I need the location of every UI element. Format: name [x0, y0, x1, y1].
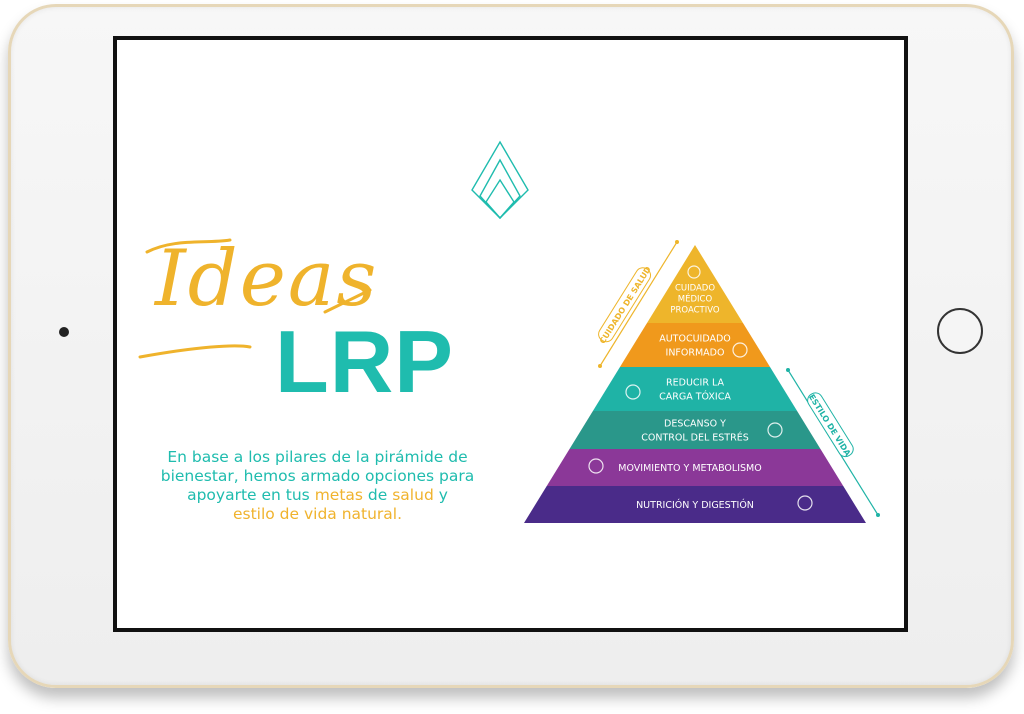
- description-text: En base a los pilares de la pirámide de …: [160, 448, 475, 523]
- pyramid-level-label: AUTOCUIDADO: [659, 334, 731, 345]
- moon-sleep-icon: [767, 422, 783, 438]
- pyramid-level-label: PROACTIVO: [670, 306, 720, 316]
- pyramid-level: [619, 323, 771, 367]
- ideas-flourish: [138, 238, 372, 359]
- pyramid-level: [647, 245, 743, 323]
- tablet-screen: [113, 36, 908, 632]
- vegetables-icon: [797, 495, 813, 511]
- pyramid-level: [592, 367, 798, 411]
- dot: [786, 368, 790, 372]
- book-icon: [732, 342, 748, 358]
- pyramid-level-label: REDUCIR LA: [666, 378, 724, 389]
- pyramid-level-label: CUIDADO: [675, 284, 715, 294]
- pyramid-level: [524, 486, 866, 523]
- brand-title: LRP: [275, 312, 454, 411]
- dot: [598, 364, 602, 368]
- pyramid-level: [569, 411, 821, 449]
- lightbulb-icon: [687, 265, 701, 279]
- dot: [876, 513, 880, 517]
- pyramid-level-label: NUTRICIÓN Y DIGESTIÓN: [636, 499, 754, 511]
- dot: [675, 240, 679, 244]
- camera-icon: [59, 327, 69, 337]
- pyramid-level-label: CARGA TÓXICA: [659, 391, 731, 403]
- brand-logo-icon: [471, 140, 529, 220]
- pyramid-level-label: INFORMADO: [666, 348, 725, 359]
- side-line-left: [599, 241, 678, 367]
- bottle-leaf-icon: [625, 384, 641, 400]
- home-button[interactable]: [937, 308, 983, 354]
- pyramid-level-label: MÉDICO: [678, 293, 713, 305]
- ideas-script-title: Ideas: [135, 232, 376, 362]
- pyramid-level-label: MOVIMIENTO Y METABOLISMO: [618, 463, 761, 474]
- pyramid-level: [546, 449, 844, 486]
- pyramid-level-label: DESCANSO Y: [664, 419, 726, 430]
- runner-icon: [588, 458, 604, 474]
- pyramid-level-label: CONTROL DEL ESTRÉS: [641, 432, 749, 444]
